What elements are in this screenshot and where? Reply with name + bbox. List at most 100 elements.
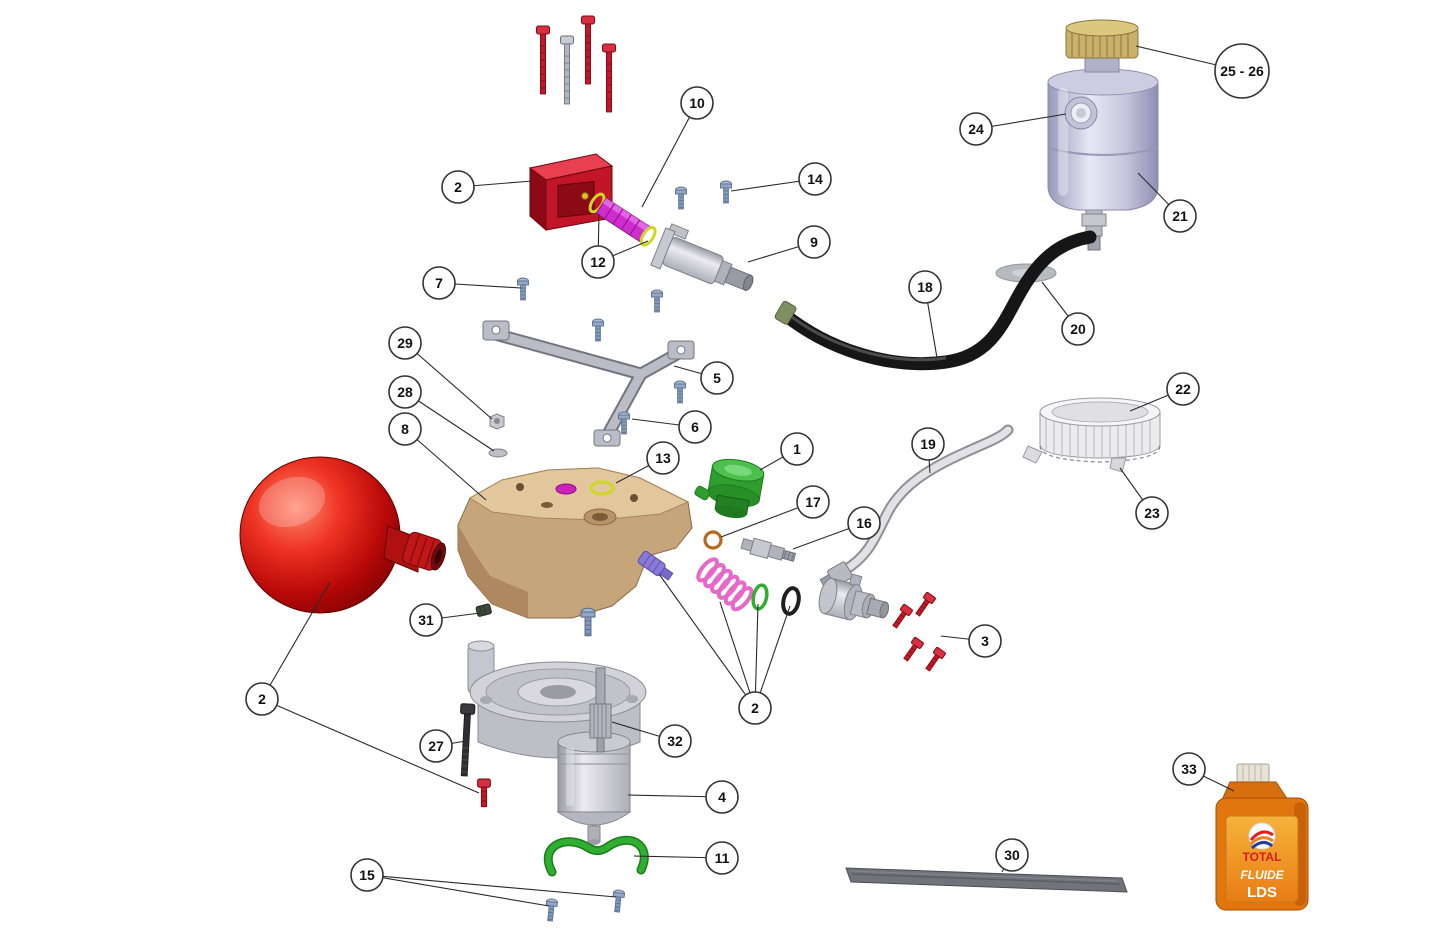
svg-text:18: 18 [917, 279, 933, 295]
part-spring [696, 557, 754, 612]
svg-text:21: 21 [1172, 208, 1188, 224]
bottle-grade-text: LDS [1247, 884, 1277, 901]
svg-text:33: 33 [1181, 761, 1197, 777]
svg-text:13: 13 [655, 450, 671, 466]
svg-text:2: 2 [454, 179, 462, 195]
screw-red [922, 646, 947, 674]
part-oring-green [751, 583, 769, 611]
callout-1[interactable]: 1 [780, 432, 814, 466]
bottle-brand-text: TOTAL [1243, 850, 1282, 864]
callout-24[interactable]: 24 [959, 112, 993, 146]
callout-10[interactable]: 10 [680, 86, 714, 120]
part-washer [488, 448, 508, 458]
bottle-product-text: FLUIDE [1240, 868, 1284, 882]
svg-text:29: 29 [397, 335, 413, 351]
callout-2-top[interactable]: 2 [441, 170, 475, 204]
part-filter [556, 731, 632, 845]
part-protection-strip [845, 867, 1128, 893]
svg-text:5: 5 [713, 370, 721, 386]
svg-text:22: 22 [1175, 381, 1191, 397]
hose-end-band [774, 300, 797, 325]
part-solenoid-block [528, 153, 614, 232]
callout-22[interactable]: 22 [1166, 372, 1200, 406]
svg-text:16: 16 [856, 515, 872, 531]
callout-14[interactable]: 14 [798, 162, 832, 196]
part-bracket [482, 320, 695, 447]
part-solenoid-valve [650, 223, 754, 291]
svg-text:8: 8 [401, 421, 409, 437]
callout-29[interactable]: 29 [388, 326, 422, 360]
screw-blue [720, 180, 732, 204]
callout-9[interactable]: 9 [797, 225, 831, 259]
part-long-bolt [460, 703, 476, 777]
callout-7[interactable]: 7 [422, 266, 456, 300]
svg-text:32: 32 [667, 733, 683, 749]
callout-6[interactable]: 6 [678, 410, 712, 444]
callout-25-26[interactable]: 25 - 26 [1214, 43, 1270, 99]
part-reservoir-cap [1065, 19, 1139, 59]
svg-text:11: 11 [715, 850, 730, 866]
screw-red [912, 591, 937, 619]
part-collar-ring [1022, 397, 1161, 473]
screw-blue [674, 380, 686, 404]
callout-16[interactable]: 16 [847, 506, 881, 540]
screw-red [477, 778, 491, 808]
svg-text:2: 2 [751, 700, 759, 716]
callout-2-left[interactable]: 2 [245, 682, 279, 716]
part-drive-shaft [589, 667, 612, 753]
callout-2-middle[interactable]: 2 [738, 691, 772, 725]
screw-red [900, 636, 925, 664]
part-reservoir [1047, 19, 1159, 251]
callout-33[interactable]: 33 [1172, 752, 1206, 786]
callout-17[interactable]: 17 [796, 485, 830, 519]
svg-text:27: 27 [428, 738, 444, 754]
part-hex-nut [489, 413, 505, 430]
callout-4[interactable]: 4 [705, 780, 739, 814]
part-fluid-bottle: TOTAL FLUIDE LDS [1215, 763, 1309, 911]
svg-text:9: 9 [810, 234, 818, 250]
part-valve-body [818, 573, 890, 621]
callout-28[interactable]: 28 [388, 375, 422, 409]
callout-23[interactable]: 23 [1135, 496, 1169, 530]
screw-blue [592, 318, 604, 342]
screw-blue [580, 607, 596, 637]
svg-text:31: 31 [418, 612, 434, 628]
callout-31[interactable]: 31 [409, 603, 443, 637]
callout-30[interactable]: 30 [995, 838, 1029, 872]
part-copper-washer [703, 530, 723, 550]
part-accumulator-sphere [239, 456, 446, 614]
body-magenta-port [555, 483, 577, 495]
svg-text:25 - 26: 25 - 26 [1220, 63, 1264, 79]
svg-text:6: 6 [691, 419, 699, 435]
screw-blue [517, 277, 529, 301]
callout-5[interactable]: 5 [700, 361, 734, 395]
callout-20[interactable]: 20 [1061, 312, 1095, 346]
callout-12[interactable]: 12 [581, 245, 615, 279]
callout-27[interactable]: 27 [419, 729, 453, 763]
bottle-label: TOTAL FLUIDE LDS [1225, 815, 1299, 903]
callout-32[interactable]: 32 [658, 724, 692, 758]
oring-yellow-right [639, 225, 657, 247]
svg-text:12: 12 [590, 254, 606, 270]
callout-13[interactable]: 13 [646, 441, 680, 475]
svg-text:28: 28 [397, 384, 413, 400]
part-violet-plug [637, 550, 674, 581]
part-small-plug [475, 603, 492, 617]
callout-3[interactable]: 3 [968, 624, 1002, 658]
callout-18[interactable]: 18 [908, 270, 942, 304]
svg-text:17: 17 [805, 494, 821, 510]
callout-19[interactable]: 19 [911, 427, 945, 461]
callout-8[interactable]: 8 [388, 412, 422, 446]
svg-text:10: 10 [689, 95, 705, 111]
part-pump-body [457, 467, 693, 619]
callout-15[interactable]: 15 [350, 858, 384, 892]
callout-21[interactable]: 21 [1163, 199, 1197, 233]
callout-11[interactable]: 11 [705, 841, 739, 875]
svg-text:2: 2 [258, 691, 266, 707]
part-oring-black [781, 586, 801, 616]
ring-wing [1022, 445, 1043, 464]
screw-blue [611, 888, 626, 913]
part-white-hose [819, 424, 1014, 590]
part-spool-valve [588, 192, 657, 247]
